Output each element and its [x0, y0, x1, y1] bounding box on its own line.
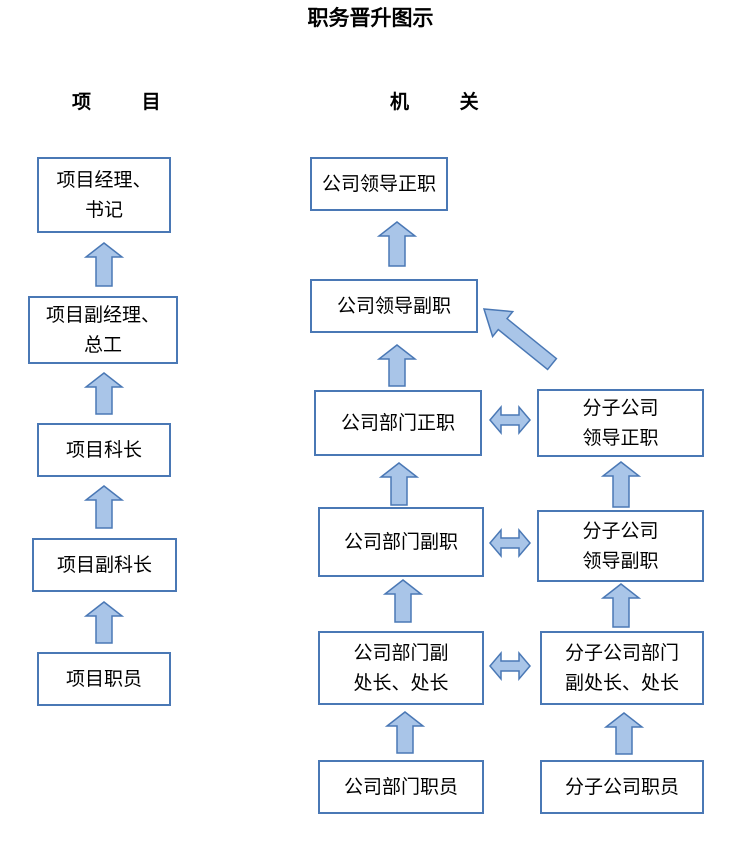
column-heading-project: 项 目 — [72, 91, 183, 113]
box-project-deputy-manager: 项目副经理、 总工 — [28, 296, 178, 364]
box-project-manager: 项目经理、 书记 — [37, 157, 171, 233]
arrow-up-subsidiary-1 — [600, 461, 642, 508]
arrow-up-project-1 — [83, 242, 125, 287]
box-company-leader-deputy: 公司领导副职 — [310, 279, 478, 333]
arrow-up-office-2 — [376, 344, 418, 387]
box-company-dept-deputy: 公司部门副职 — [318, 507, 484, 577]
arrow-up-subsidiary-3 — [603, 712, 645, 755]
arrow-up-office-3 — [378, 462, 420, 506]
double-arrow-row-2 — [489, 527, 531, 559]
arrow-up-office-5 — [384, 711, 426, 754]
box-project-staff: 项目职员 — [37, 652, 171, 706]
double-arrow-row-3 — [489, 650, 531, 682]
box-subsidiary-leader-principal: 分子公司 领导正职 — [537, 389, 704, 457]
box-company-dept-principal: 公司部门正职 — [314, 390, 482, 456]
box-company-leader-principal: 公司领导正职 — [310, 157, 448, 211]
box-subsidiary-division-head: 分子公司部门 副处长、处长 — [540, 631, 704, 705]
diagonal-arrow-subsidiary-to-leader — [482, 308, 558, 371]
box-company-dept-division-head: 公司部门副 处长、处长 — [318, 631, 484, 705]
box-subsidiary-staff: 分子公司职员 — [540, 760, 704, 814]
arrow-up-project-4 — [83, 601, 125, 644]
arrow-up-project-3 — [83, 485, 125, 529]
arrow-up-project-2 — [83, 372, 125, 415]
box-subsidiary-leader-deputy: 分子公司 领导副职 — [537, 510, 704, 582]
arrow-up-office-4 — [382, 579, 424, 623]
arrow-up-subsidiary-2 — [600, 583, 642, 628]
arrow-up-office-1 — [376, 221, 418, 267]
double-arrow-row-1 — [489, 404, 531, 436]
box-company-dept-staff: 公司部门职员 — [318, 760, 484, 814]
column-heading-office: 机 关 — [390, 91, 501, 113]
box-project-deputy-section-chief: 项目副科长 — [32, 538, 177, 592]
box-project-section-chief: 项目科长 — [37, 423, 171, 477]
page-title: 职务晋升图示 — [307, 5, 434, 30]
